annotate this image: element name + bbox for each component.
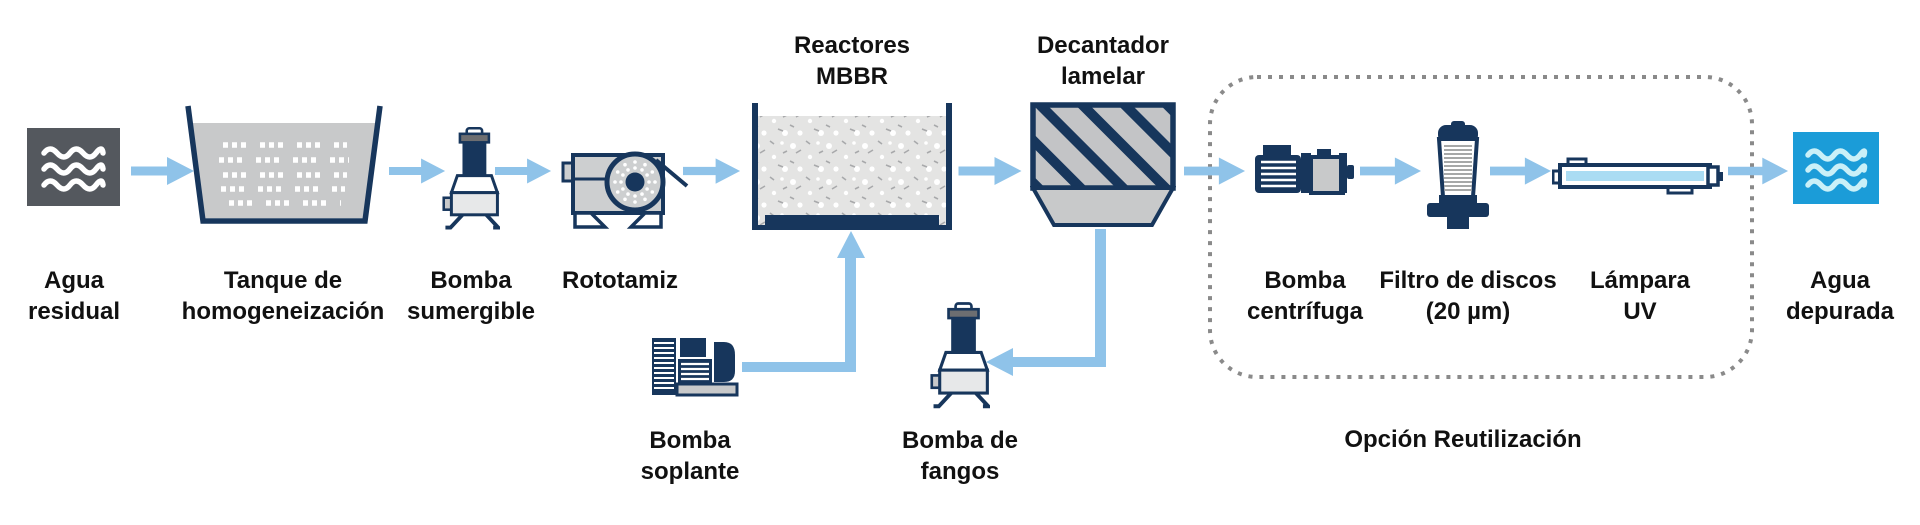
treated-water-icon	[1793, 132, 1879, 204]
flow-arrow	[495, 158, 552, 184]
rotary-screen-icon	[561, 151, 689, 229]
flow-arrow	[389, 158, 446, 184]
blower-to-mbbr-connector	[845, 256, 856, 372]
flow-arrow	[1490, 157, 1552, 185]
flow-arrow	[683, 158, 741, 184]
uv-lamp-icon	[1552, 157, 1723, 195]
disc-filter-icon	[1427, 121, 1489, 229]
wastewater-icon	[27, 128, 120, 206]
sludge-pump-icon	[930, 302, 990, 409]
reuse-option-dotted-box	[1208, 75, 1754, 379]
blower-to-mbbr-connector	[742, 362, 856, 372]
mbbr-reactor-icon	[752, 103, 952, 230]
submersible-pump-icon	[442, 127, 500, 230]
label-reuse-option: Opción Reutilización	[1344, 426, 1582, 453]
flow-arrow	[958, 157, 1022, 185]
clarifier-to-sludge-arrowhead	[986, 348, 1013, 376]
label-disc-filter: Filtro de discos(20 µm)	[1379, 267, 1557, 325]
clarifier-to-sludge-connector	[1012, 357, 1106, 367]
label-rotary-screen: Rototamiz	[562, 267, 678, 294]
blower-icon	[652, 338, 739, 397]
lamella-clarifier-icon	[1030, 102, 1176, 227]
homogenization-tank-icon	[185, 105, 383, 224]
clarifier-to-sludge-connector	[1095, 229, 1106, 367]
flow-arrow	[1728, 157, 1789, 185]
flow-arrow	[131, 157, 194, 185]
centrifugal-pump-icon	[1255, 145, 1354, 195]
flow-arrow	[1360, 157, 1422, 185]
flow-arrow	[1184, 157, 1246, 185]
blower-to-mbbr-arrowhead	[837, 231, 865, 258]
